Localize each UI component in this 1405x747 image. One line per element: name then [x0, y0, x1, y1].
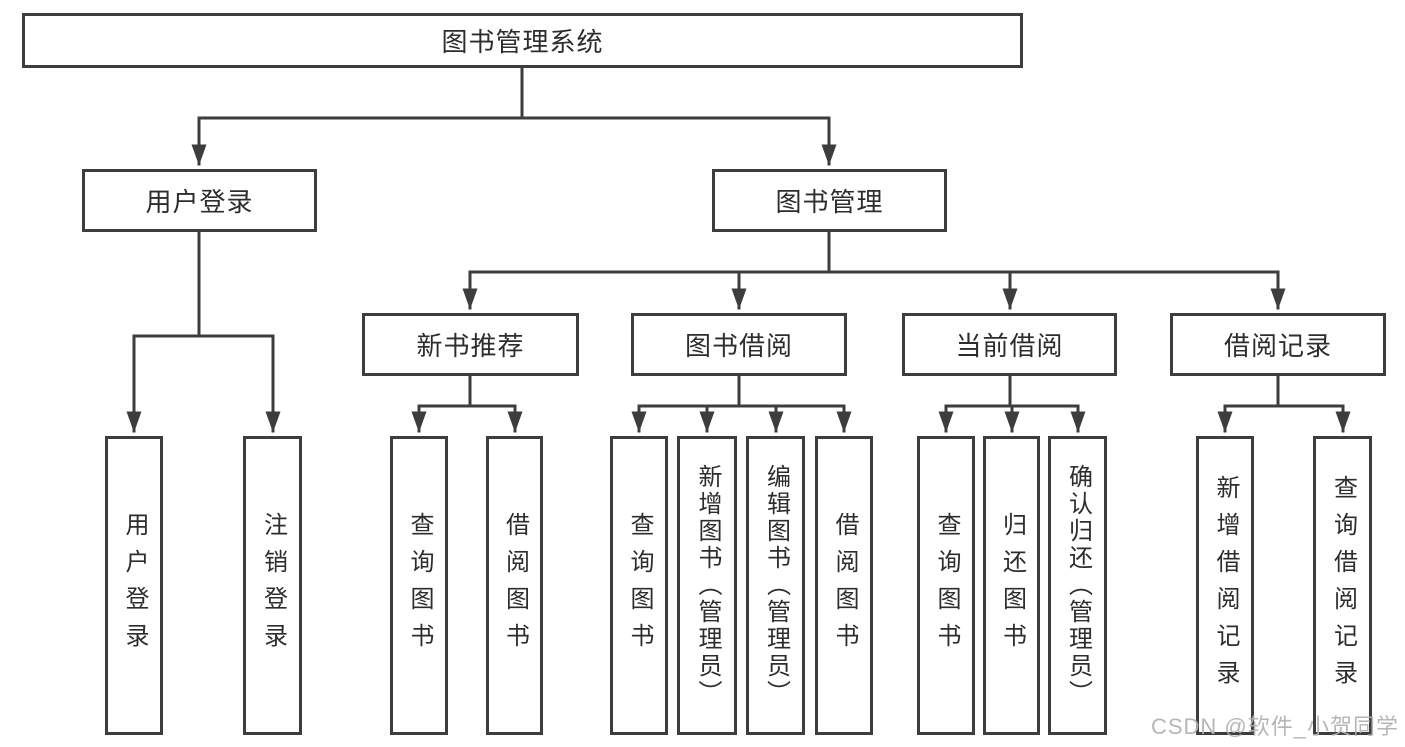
leaf-label: 查询图书	[626, 511, 653, 660]
leaf-label: 新增图书（管理员）	[694, 464, 721, 707]
leaf-edit-books-admin: 编辑图书（管理员）	[746, 436, 805, 735]
leaf-label: 注销登录	[259, 511, 287, 660]
leaf-label: 查询图书	[933, 511, 960, 660]
leaf-user-login: 用户登录	[105, 436, 163, 735]
leaf-query-books-current: 查询图书	[917, 436, 975, 735]
leaf-label: 借阅图书	[831, 511, 858, 660]
csdn-watermark: CSDN @软件_小贺同学	[1150, 714, 1399, 739]
leaf-borrow-books-borrowing: 借阅图书	[815, 436, 873, 735]
node-new-book-recommendation: 新书推荐	[362, 313, 579, 376]
leaf-label: 借阅图书	[501, 511, 529, 660]
leaf-label: 查询借阅记录	[1329, 474, 1357, 697]
node-borrowing-records: 借阅记录	[1170, 313, 1386, 376]
leaf-label: 确认归还（管理员）	[1064, 464, 1092, 707]
leaf-label: 新增借阅记录	[1212, 474, 1239, 697]
node-current-borrowing: 当前借阅	[902, 313, 1117, 376]
leaf-query-books-recommend: 查询图书	[390, 436, 448, 735]
leaf-confirm-return-admin: 确认归还（管理员）	[1048, 436, 1107, 735]
leaf-label: 归还图书	[998, 511, 1026, 660]
leaf-query-borrow-record: 查询借阅记录	[1313, 436, 1372, 735]
node-book-management: 图书管理	[712, 169, 947, 232]
node-user-login: 用户登录	[82, 169, 317, 232]
leaf-label: 用户登录	[121, 511, 148, 660]
leaf-return-books: 归还图书	[983, 436, 1040, 735]
node-book-borrowing: 图书借阅	[631, 313, 847, 376]
leaf-add-books-admin: 新增图书（管理员）	[677, 436, 737, 735]
leaf-add-borrow-record: 新增借阅记录	[1196, 436, 1254, 735]
node-library-management-system: 图书管理系统	[22, 13, 1023, 68]
leaf-query-books-borrowing: 查询图书	[610, 436, 668, 735]
leaf-label: 查询图书	[406, 511, 433, 660]
leaf-label: 编辑图书（管理员）	[762, 464, 790, 707]
leaf-logout-login: 注销登录	[243, 436, 302, 735]
leaf-borrow-books-recommend: 借阅图书	[486, 436, 543, 735]
